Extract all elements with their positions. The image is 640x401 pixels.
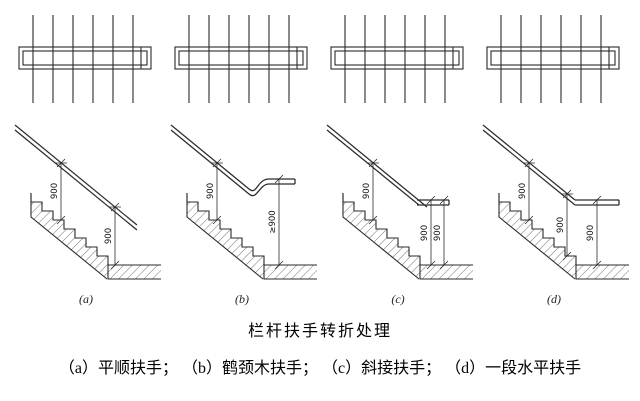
- dim-flight-d: [523, 158, 535, 225]
- section-panel-b: 900 ≥900 (b): [166, 110, 318, 307]
- section-view-a: 900 900: [14, 124, 161, 280]
- dim-flight-a-text: 900: [50, 183, 60, 199]
- plan-view-c: [330, 14, 464, 104]
- dim-landing-c1-text: 900: [420, 225, 430, 241]
- handrail-mitered: [326, 124, 450, 208]
- dim-flight-a: [55, 158, 67, 225]
- dim-landing-a: [109, 202, 121, 270]
- plan-panel-b: [166, 8, 318, 110]
- section-view-d: 900 900 900: [482, 124, 629, 280]
- dim-flight-b: [211, 158, 223, 225]
- figure-title: 栏杆扶手转折处理: [247, 323, 392, 340]
- section-panel-d: 900 900 900 (d): [478, 110, 630, 307]
- dim-landing-c2: [439, 195, 449, 270]
- plan-panel-a: [10, 8, 162, 110]
- section-views-row: 900 900 (a) 900 ≥900 (b): [10, 110, 630, 307]
- dim-flight-b-text: 900: [206, 183, 216, 199]
- dim-landing-c2-text: 900: [433, 225, 443, 241]
- dim-landing-d: [592, 195, 602, 270]
- section-view-b: 900 ≥900: [170, 124, 317, 280]
- plan-panel-d: [478, 8, 630, 110]
- plan-panel-c: [322, 8, 474, 110]
- dim-flight-d-text: 900: [518, 183, 528, 199]
- plan-views-row: [10, 8, 630, 110]
- plan-view-a: [18, 14, 152, 104]
- section-panel-c: 900 900 900 (c): [322, 110, 474, 307]
- dim-landing-b: [273, 174, 285, 270]
- dim-landing-b-text: ≥900: [268, 210, 278, 233]
- handrail-smooth: [14, 124, 138, 231]
- dim-flight-c-text: 900: [362, 183, 372, 199]
- section-panel-a: 900 900 (a): [10, 110, 162, 307]
- dim-landing-c1: [426, 195, 436, 270]
- plan-view-b: [174, 14, 308, 104]
- panel-label-a: (a): [79, 292, 93, 306]
- figure-caption: （a）平顺扶手； （b）鹤颈木扶手； （c）斜接扶手； （d）一段水平扶手: [58, 360, 582, 377]
- dim-step-d-text: 900: [556, 217, 566, 233]
- plan-view-d: [486, 14, 620, 104]
- dim-step-d: [561, 189, 573, 261]
- handrail-crane-neck: [170, 124, 296, 197]
- dim-landing-d-text: 900: [586, 225, 596, 241]
- panel-label-b: (b): [235, 292, 249, 306]
- panel-label-d: (d): [547, 292, 561, 306]
- handrail-horizontal-section: [482, 124, 620, 206]
- dim-landing-a-text: 900: [104, 228, 114, 244]
- section-view-c: 900 900 900: [326, 124, 473, 280]
- dim-flight-c: [367, 158, 379, 225]
- panel-label-c: (c): [391, 292, 405, 306]
